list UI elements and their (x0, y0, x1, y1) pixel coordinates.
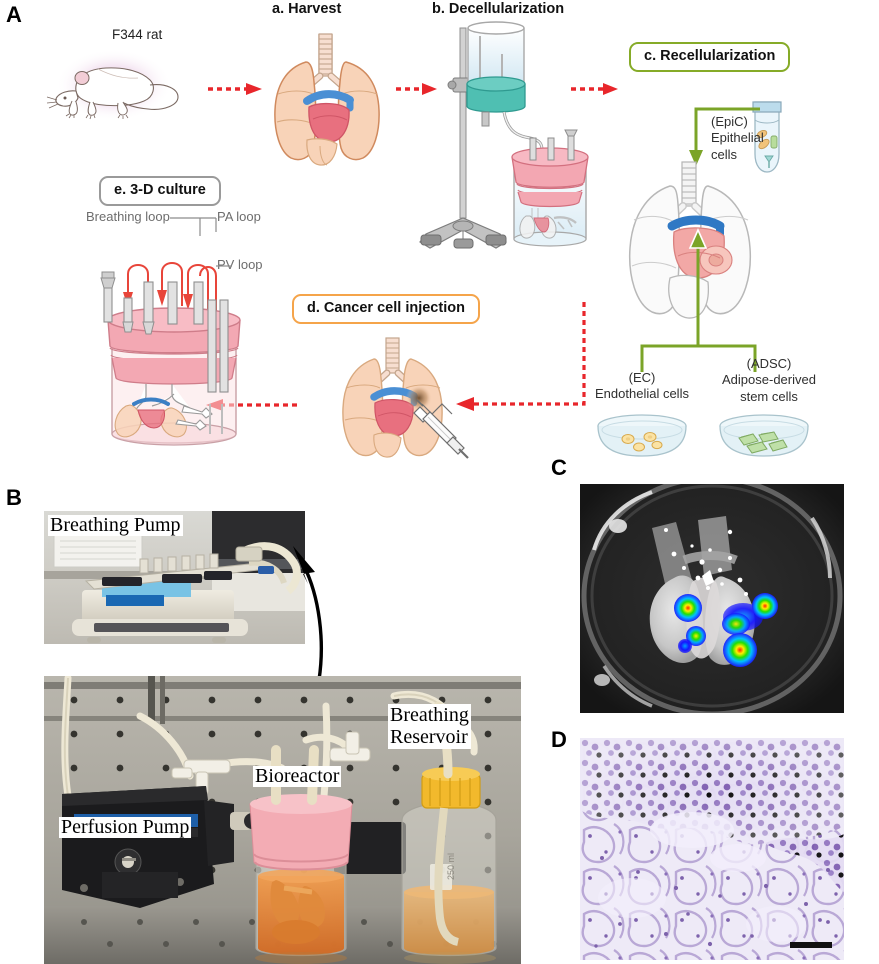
label-epic-line2: cells (711, 146, 738, 162)
arrow-recell-to-injection (456, 302, 586, 411)
lung-illustration-injection (342, 337, 469, 459)
step-heading-3d-culture: e. 3-D culture (99, 176, 221, 206)
panel-letter-a: A (6, 2, 22, 27)
label-epic-abbrev: (EpiC) (711, 114, 748, 129)
arrow-to-breathing-pump (293, 546, 323, 681)
photo-label-breathing-reservoir: Breathing Reservoir (388, 704, 471, 749)
panel-letter-b: B (6, 485, 22, 510)
svg-text:250 ml: 250 ml (446, 853, 456, 880)
label-pv-loop: PV loop (217, 257, 263, 272)
photo-label-perfusion-pump: Perfusion Pump (59, 816, 192, 838)
arrow-harvest-to-decell (396, 83, 437, 95)
rat-illustration (46, 49, 179, 121)
photo-label-breathing-pump: Breathing Pump (48, 514, 183, 536)
label-epic-line1: Epithelial (711, 130, 764, 146)
step-heading-recellularization: c. Recellularization (629, 42, 791, 72)
lung-illustration-harvest (274, 33, 380, 166)
label-adsc-line1: Adipose-derived (722, 372, 816, 388)
animal-label: F344 rat (112, 27, 163, 42)
photo-label-bioreactor: Bioreactor (253, 765, 342, 787)
label-ec-name: Endothelial cells (595, 386, 689, 402)
arrow-rat-to-harvest (208, 83, 262, 95)
connector-ec-adsc (640, 332, 757, 372)
label-adsc-line2: stem cells (740, 388, 798, 404)
lung-illustration-scaffold (628, 161, 752, 340)
label-ec-abbrev: (EC) (628, 370, 656, 385)
label-adsc-abbrev: (ADSC) (746, 356, 792, 371)
label-adsc: (ADSC) Adipose-derived stem cells (700, 356, 838, 405)
bioreactor-3d-culture (100, 262, 241, 446)
decellularization-apparatus (419, 21, 589, 249)
petri-dish-ec-icon (597, 414, 687, 457)
label-epic: (EpiC) Epithelial cells (711, 114, 764, 163)
label-ec: (EC) Endothelial cells (583, 370, 701, 403)
loop-label-leaders (170, 217, 232, 267)
arrow-decell-to-recell (571, 83, 618, 95)
step-heading-cancer-cell-injection: d. Cancer cell injection (292, 294, 480, 324)
label-breathing-loop: Breathing loop (86, 209, 170, 224)
arrow-epic-to-lung (689, 107, 760, 166)
photo-histology (580, 738, 844, 960)
photo-bioluminescence (580, 484, 844, 713)
photo-label-breathing-reservoir-line1: Breathing (390, 704, 469, 726)
label-pa-loop: PA loop (217, 209, 261, 224)
photo-label-breathing-reservoir-line2: Reservoir (390, 726, 468, 749)
step-heading-harvest: a. Harvest (272, 1, 342, 17)
panel-letter-c: C (551, 455, 567, 480)
petri-dish-adsc-icon (719, 414, 809, 457)
step-heading-decellularization: b. Decellularization (432, 1, 565, 17)
scale-bar (790, 942, 832, 948)
panel-letter-d: D (551, 727, 567, 752)
